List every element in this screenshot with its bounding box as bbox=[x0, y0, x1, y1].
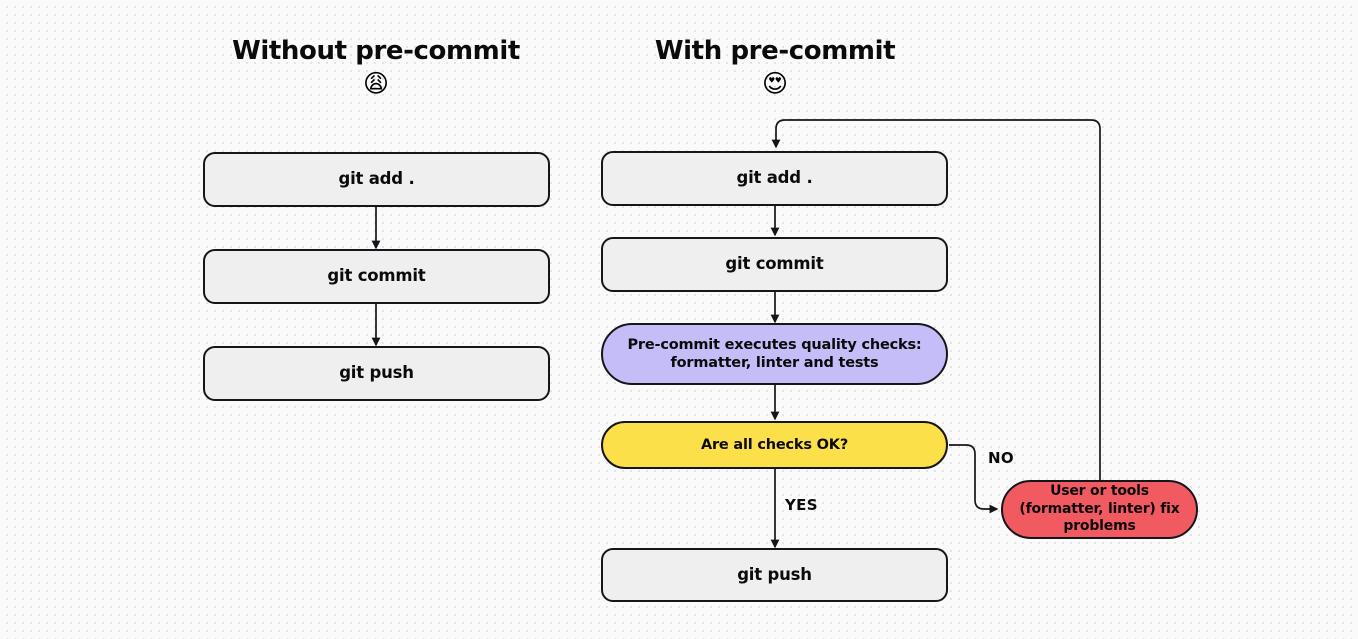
node-left-git-push[interactable]: git push bbox=[203, 346, 550, 401]
node-right-git-commit[interactable]: git commit bbox=[601, 237, 948, 292]
node-right-precommit-checks[interactable]: Pre-commit executes quality checks: form… bbox=[601, 323, 948, 385]
right-column-title: With pre-commit bbox=[654, 36, 896, 66]
edge-feedback-fix-to-add bbox=[771, 119, 1101, 480]
left-column-emoji: 😩 bbox=[362, 69, 390, 98]
node-right-checks-decision[interactable]: Are all checks OK? bbox=[601, 421, 948, 469]
edge-right-decision-no-to-fix bbox=[949, 444, 999, 514]
node-left-git-add[interactable]: git add . bbox=[203, 152, 550, 207]
node-right-fix-problems[interactable]: User or tools (formatter, linter) fix pr… bbox=[1001, 480, 1198, 539]
node-left-git-commit[interactable]: git commit bbox=[203, 249, 550, 304]
edge-label-no: NO bbox=[988, 449, 1014, 467]
node-right-git-push[interactable]: git push bbox=[601, 548, 948, 602]
node-right-git-add[interactable]: git add . bbox=[601, 151, 948, 206]
right-column-emoji: 😍 bbox=[761, 69, 789, 98]
edge-label-yes: YES bbox=[785, 496, 818, 514]
left-column-title: Without pre-commit bbox=[232, 36, 520, 66]
